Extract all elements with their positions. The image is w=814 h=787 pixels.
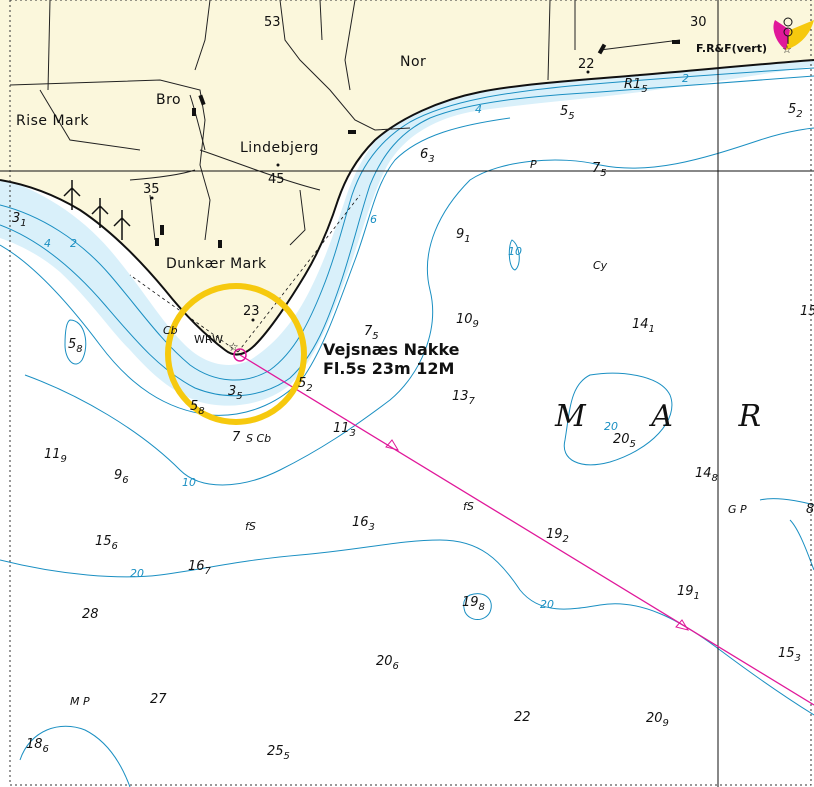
place-nor: Nor	[400, 54, 426, 70]
sounding: 192	[546, 527, 569, 545]
sounding: 63	[420, 147, 435, 165]
sounding: 31	[12, 211, 27, 229]
sounding: 137	[452, 389, 476, 407]
sounding: 96	[114, 468, 129, 486]
sounding: 141	[632, 317, 655, 335]
contour-label: 4	[44, 237, 51, 250]
land-height: 35	[143, 182, 160, 197]
height-dots	[150, 70, 590, 322]
sounding: 119	[44, 447, 67, 465]
light-characteristic: Fl.5s 23m 12M	[323, 359, 454, 378]
shallow-water-band	[0, 60, 814, 406]
sounding: 153	[778, 646, 801, 664]
contour-label: 4	[475, 103, 482, 116]
sounding: 55	[560, 104, 575, 122]
place-lindebjerg: Lindebjerg	[240, 140, 319, 156]
leading-line-arrow	[385, 439, 400, 451]
contour-label: 20	[540, 598, 554, 611]
sounding: 206	[376, 654, 399, 672]
land-height: 30	[690, 15, 707, 30]
leading-line[interactable]	[239, 354, 814, 706]
land-height: 23	[243, 304, 260, 319]
land-height: 53	[264, 15, 281, 30]
sounding: 205	[613, 432, 636, 450]
bottom-code: P	[530, 158, 537, 171]
sounding: 58	[68, 337, 83, 355]
sounding: 75	[592, 161, 607, 179]
sounding: 198	[462, 595, 485, 613]
sea-name-mars: M A R S	[554, 399, 814, 434]
contour-label: 10	[182, 476, 196, 489]
sounding: 209	[646, 711, 669, 729]
contour-label: 20	[130, 567, 144, 580]
sounding: 109	[456, 312, 479, 330]
depth-contours	[0, 67, 814, 787]
chart-border	[9, 0, 812, 786]
light-star-icon: ☆	[228, 340, 239, 354]
soundings: R15 55 52 63 75 31 91 58 75 109 141 15 35 52 58 137 7 113…	[12, 77, 814, 762]
light-name: Vejsnæs Nakke	[323, 340, 460, 359]
bottom-code: Cy	[593, 259, 608, 272]
sounding: 7	[232, 430, 241, 445]
sounding: 22	[514, 710, 531, 725]
contour-label: 20	[604, 420, 618, 433]
sounding: 27	[150, 692, 167, 707]
bottom-code: Cb	[163, 324, 178, 337]
sounding: 52	[298, 376, 313, 394]
sounding: 91	[456, 227, 471, 245]
sounding: R15	[624, 77, 648, 95]
place-dunkaer-mark: Dunkær Mark	[166, 256, 267, 272]
sounding: 8	[806, 502, 814, 517]
ne-light-icon[interactable]	[773, 17, 814, 50]
leading-line-arrow	[675, 619, 690, 631]
buildings	[155, 40, 680, 248]
contour-label: 2	[682, 72, 689, 85]
ne-light-star: ☆	[782, 43, 792, 56]
sounding: 163	[352, 515, 375, 533]
sounding: 156	[95, 534, 118, 552]
bottom-code: G P	[728, 503, 747, 516]
light-position-marker[interactable]	[233, 348, 247, 362]
place-rise-mark: Rise Mark	[16, 113, 89, 129]
bottom-code: fS	[463, 500, 474, 513]
land-height: 45	[268, 172, 285, 187]
bottom-code: fS	[245, 520, 256, 533]
sounding: 113	[333, 421, 356, 439]
sounding: 167	[188, 559, 212, 577]
ne-light-label: F.R&F(vert)	[696, 42, 767, 55]
place-bro: Bro	[156, 92, 181, 108]
sounding: 35	[228, 384, 243, 402]
sounding: 255	[267, 744, 290, 762]
bottom-code: M P	[70, 695, 90, 708]
sounding: 52	[788, 102, 803, 120]
sounding: 75	[364, 324, 379, 342]
light-sector-ring[interactable]	[165, 283, 307, 425]
contour-label: 10	[508, 245, 522, 258]
sounding: 148	[695, 466, 718, 484]
contour-label: 2	[70, 237, 77, 250]
coastline	[0, 59, 814, 356]
bottom-code: S Cb	[246, 432, 271, 445]
wind-turbines	[63, 180, 131, 240]
sounding: 186	[26, 737, 49, 755]
contour-label: 6	[370, 213, 377, 226]
sounding: 58	[190, 399, 205, 417]
roads	[9, 0, 681, 246]
sounding: 15	[800, 304, 814, 319]
land-height: 22	[578, 57, 595, 72]
sounding: 28	[82, 607, 99, 622]
light-sector-label: WRW	[194, 333, 223, 346]
land-area	[0, 0, 814, 355]
sounding: 191	[677, 584, 700, 602]
